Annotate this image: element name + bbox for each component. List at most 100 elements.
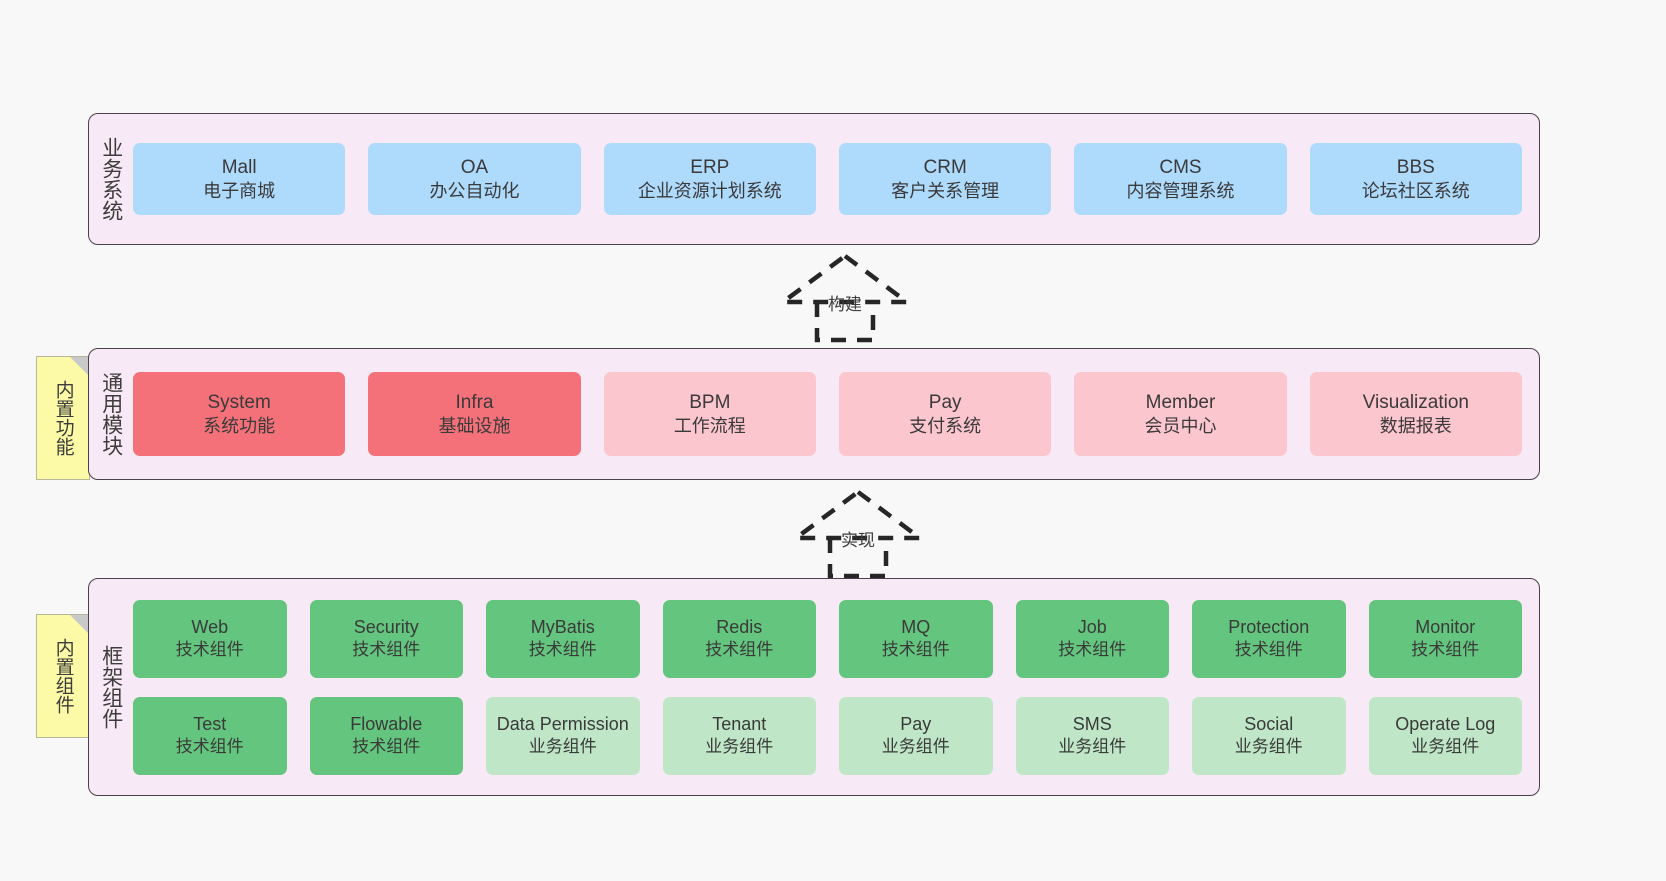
box-title: SMS	[1072, 714, 1112, 735]
box-web[interactable]: Web 技术组件	[133, 599, 287, 678]
box-title: Job	[1077, 617, 1107, 638]
box-tenant[interactable]: Tenant 业务组件	[662, 696, 816, 775]
box-bpm[interactable]: BPM 工作流程	[603, 372, 816, 456]
box-pay-component[interactable]: Pay 业务组件	[839, 696, 993, 775]
arrow-implement-label: 实现	[841, 531, 875, 550]
box-subtitle: 技术组件	[352, 737, 421, 757]
box-data-permission[interactable]: Data Permission 业务组件	[486, 696, 640, 775]
note-fold-corner-icon	[70, 615, 89, 634]
box-title: MQ	[901, 617, 931, 638]
box-title: System	[207, 391, 271, 413]
box-subtitle: 业务组件	[528, 737, 597, 757]
box-subtitle: 技术组件	[528, 640, 597, 660]
layer-common-modules: 通用模块 System 系统功能 Infra 基础设施 BPM 工作流程 Pay…	[88, 348, 1540, 480]
arrow-implement-glyph	[789, 489, 927, 579]
box-title: Mall	[221, 156, 257, 178]
box-job[interactable]: Job 技术组件	[1015, 599, 1169, 678]
framework-row-business: Test 技术组件 Flowable 技术组件 Data Permission …	[133, 696, 1522, 775]
box-oa[interactable]: OA 办公自动化	[368, 143, 581, 215]
box-subtitle: 技术组件	[1058, 640, 1127, 660]
arrow-build-label: 构建	[828, 295, 862, 314]
box-title: ERP	[690, 156, 730, 178]
box-title: Social	[1244, 714, 1294, 735]
arrow-implement: 实现	[778, 488, 938, 580]
box-title: Protection	[1228, 617, 1310, 638]
box-monitor[interactable]: Monitor 技术组件	[1368, 599, 1522, 678]
box-title: Test	[193, 714, 227, 735]
box-mybatis[interactable]: MyBatis 技术组件	[486, 599, 640, 678]
layer-label-business: 业务系统	[99, 137, 123, 221]
layer-business-systems: 业务系统 Mall 电子商城 OA 办公自动化 ERP 企业资源计划系统 CRM…	[88, 113, 1540, 245]
box-subtitle: 基础设施	[438, 415, 511, 436]
box-title: Pay	[900, 714, 932, 735]
framework-row-technical: Web 技术组件 Security 技术组件 MyBatis 技术组件 Redi…	[133, 599, 1522, 678]
box-subtitle: 数据报表	[1379, 415, 1452, 436]
box-cms[interactable]: CMS 内容管理系统	[1074, 143, 1287, 215]
layer-items-business: Mall 电子商城 OA 办公自动化 ERP 企业资源计划系统 CRM 客户关系…	[133, 114, 1539, 244]
note-builtin-components: 内置组件	[36, 614, 90, 738]
box-title: OA	[460, 156, 489, 178]
layer-items-common: System 系统功能 Infra 基础设施 BPM 工作流程 Pay 支付系统…	[133, 349, 1539, 479]
box-redis[interactable]: Redis 技术组件	[662, 599, 816, 678]
box-title: BBS	[1396, 156, 1435, 178]
box-subtitle: 技术组件	[1234, 640, 1303, 660]
box-security[interactable]: Security 技术组件	[309, 599, 463, 678]
box-subtitle: 会员中心	[1144, 415, 1217, 436]
box-social[interactable]: Social 业务组件	[1192, 696, 1346, 775]
box-flowable[interactable]: Flowable 技术组件	[309, 696, 463, 775]
box-system[interactable]: System 系统功能	[133, 372, 346, 456]
box-sms[interactable]: SMS 业务组件	[1015, 696, 1169, 775]
box-bbs[interactable]: BBS 论坛社区系统	[1309, 143, 1522, 215]
box-protection[interactable]: Protection 技术组件	[1192, 599, 1346, 678]
box-subtitle: 技术组件	[1411, 640, 1480, 660]
box-title: Infra	[455, 391, 494, 413]
box-title: BPM	[689, 391, 731, 413]
box-title: Member	[1145, 391, 1216, 413]
box-title: MyBatis	[530, 617, 595, 638]
box-title: CRM	[923, 156, 967, 178]
box-pay-module[interactable]: Pay 支付系统	[838, 372, 1052, 456]
box-subtitle: 企业资源计划系统	[637, 180, 782, 201]
box-visualization[interactable]: Visualization 数据报表	[1309, 372, 1522, 456]
layer-rows-framework: Web 技术组件 Security 技术组件 MyBatis 技术组件 Redi…	[133, 579, 1539, 795]
box-title: Security	[353, 617, 419, 638]
box-subtitle: 业务组件	[881, 737, 950, 757]
box-title: Flowable	[350, 714, 423, 735]
box-subtitle: 工作流程	[673, 415, 746, 436]
box-subtitle: 办公自动化	[429, 180, 520, 201]
box-subtitle: 技术组件	[175, 640, 244, 660]
box-title: CMS	[1159, 156, 1202, 178]
box-subtitle: 内容管理系统	[1126, 180, 1235, 201]
box-subtitle: 系统功能	[203, 415, 276, 436]
box-subtitle: 业务组件	[1058, 737, 1127, 757]
layer-label-framework: 框架组件	[99, 645, 123, 729]
box-test[interactable]: Test 技术组件	[133, 696, 287, 775]
box-subtitle: 技术组件	[352, 640, 421, 660]
box-subtitle: 业务组件	[1234, 737, 1303, 757]
note-fold-corner-icon	[70, 357, 89, 376]
box-subtitle: 业务组件	[705, 737, 774, 757]
box-subtitle: 支付系统	[909, 415, 982, 436]
note-text: 内置组件	[52, 638, 74, 714]
box-subtitle: 技术组件	[881, 640, 950, 660]
box-subtitle: 客户关系管理	[891, 180, 1000, 201]
box-member[interactable]: Member 会员中心	[1074, 372, 1287, 456]
note-builtin-functions: 内置功能	[36, 356, 90, 480]
layer-label-common: 通用模块	[99, 372, 123, 456]
box-infra[interactable]: Infra 基础设施	[368, 372, 581, 456]
box-mall[interactable]: Mall 电子商城	[133, 143, 346, 215]
arrow-build: 构建	[765, 252, 925, 344]
box-mq[interactable]: MQ 技术组件	[839, 599, 993, 678]
box-title: Operate Log	[1395, 714, 1496, 735]
box-title: Monitor	[1415, 617, 1476, 638]
box-subtitle: 电子商城	[203, 180, 276, 201]
box-title: Web	[191, 617, 229, 638]
arrow-build-glyph	[776, 253, 914, 343]
box-erp[interactable]: ERP 企业资源计划系统	[603, 143, 816, 215]
box-title: Tenant	[712, 714, 767, 735]
layer-framework-components: 框架组件 Web 技术组件 Security 技术组件 MyBatis 技术组件…	[88, 578, 1540, 796]
box-subtitle: 技术组件	[705, 640, 774, 660]
box-crm[interactable]: CRM 客户关系管理	[838, 143, 1052, 215]
box-operate-log[interactable]: Operate Log 业务组件	[1368, 696, 1522, 775]
box-title: Pay	[928, 391, 962, 413]
